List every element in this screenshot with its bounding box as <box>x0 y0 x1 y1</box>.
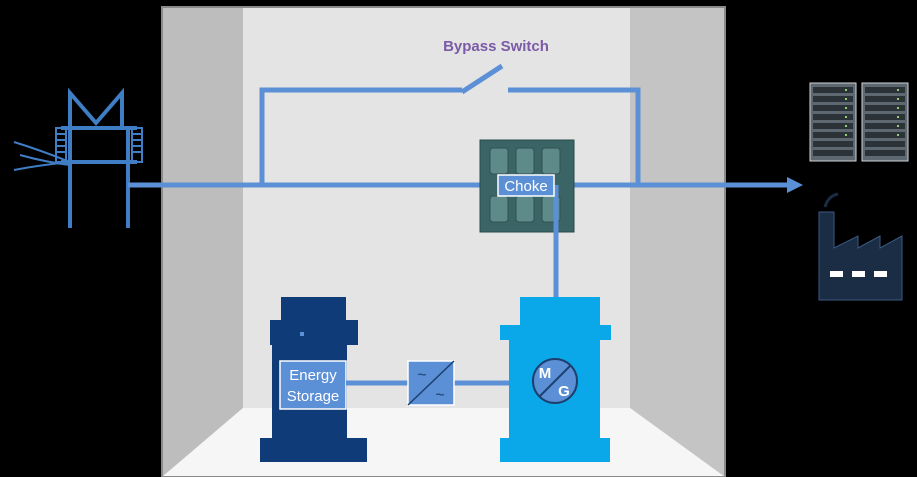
converter-icon: ~ ~ <box>407 360 455 406</box>
factory-icon <box>818 192 903 301</box>
bypass-switch-label: Bypass Switch <box>443 38 549 55</box>
mg-label-m: M <box>539 365 552 382</box>
converter-ac-top: ~ <box>417 367 426 384</box>
bypass-line <box>259 63 641 185</box>
choke-label: Choke <box>504 178 547 195</box>
output-arrow-icon <box>787 177 803 193</box>
energy-storage-label-line2: Storage <box>287 388 340 405</box>
transformer-icon <box>13 87 143 228</box>
factory-windows <box>830 271 887 277</box>
energy-storage-label-line1: Energy <box>289 367 337 384</box>
server-rack-icon <box>809 82 909 162</box>
choke-label-box <box>497 174 555 197</box>
mg-label-g: G <box>558 383 570 400</box>
converter-ac-bottom: ~ <box>435 387 444 404</box>
mg-symbol: M G <box>532 358 578 404</box>
room-enclosure <box>161 6 726 477</box>
